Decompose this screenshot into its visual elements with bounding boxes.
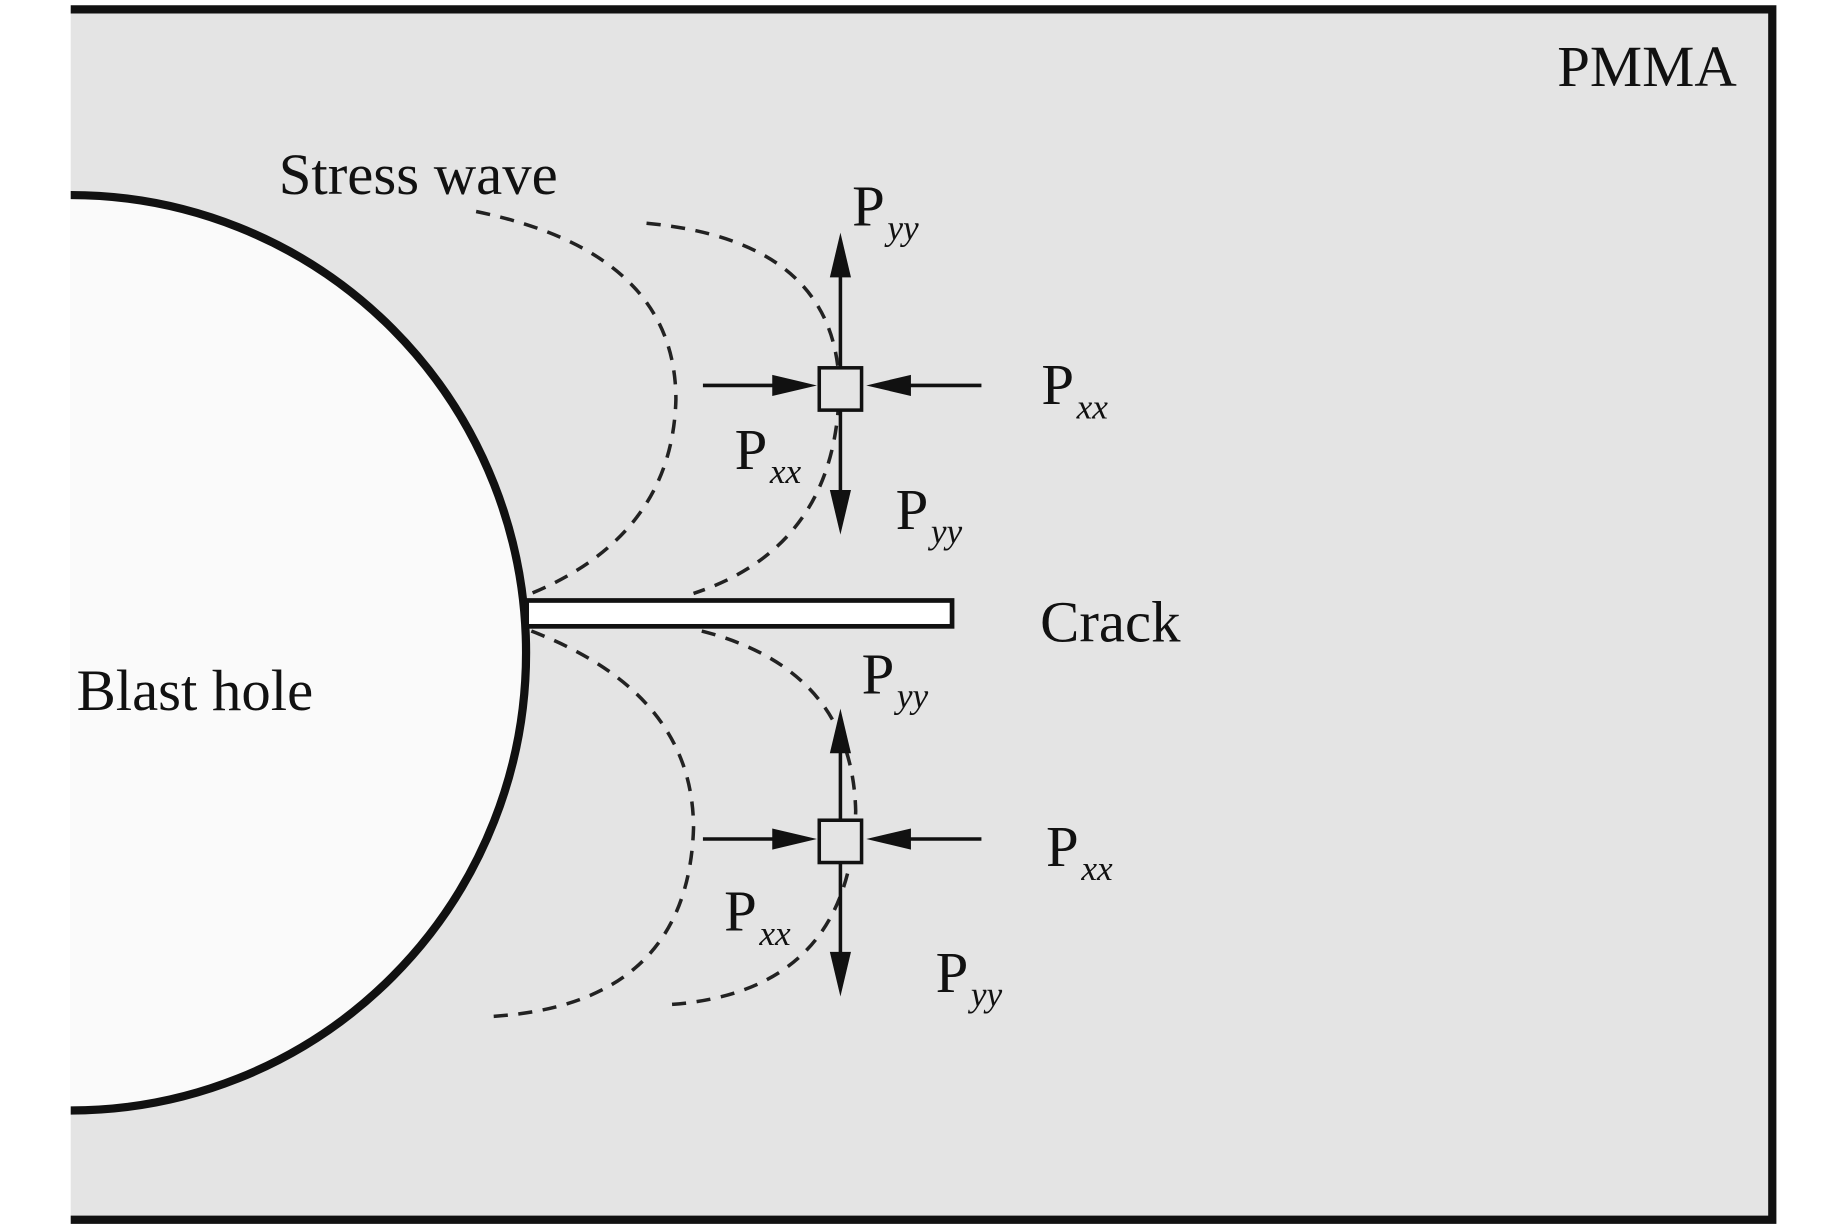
stress-wave-front-upper-inner <box>475 209 678 596</box>
stress-element-lower <box>702 708 982 997</box>
svg-text:P: P <box>896 477 929 542</box>
svg-text:P: P <box>936 940 969 1005</box>
svg-text:P: P <box>1041 352 1074 417</box>
svg-text:xx: xx <box>758 914 791 953</box>
svg-text:P: P <box>1046 814 1079 879</box>
svg-text:xx: xx <box>769 452 802 491</box>
svg-text:yy: yy <box>894 676 929 715</box>
svg-text:P: P <box>852 174 885 239</box>
crack <box>524 598 955 629</box>
blast-hole-label: Blast hole <box>77 658 314 723</box>
plate-border <box>70 5 1777 1224</box>
svg-text:P: P <box>724 879 757 944</box>
stress-wave-front-lower-inner <box>491 629 696 1019</box>
blast-hole-outline <box>70 190 531 1115</box>
stress-element-upper <box>702 232 982 535</box>
blast-hole <box>70 195 527 1111</box>
crack-label: Crack <box>1040 590 1181 655</box>
stress-wave-front-lower-outer <box>667 629 858 1007</box>
pmma-label: PMMA <box>1557 34 1737 99</box>
svg-text:xx: xx <box>1076 387 1109 426</box>
svg-text:yy: yy <box>968 975 1003 1014</box>
svg-text:P: P <box>862 641 895 706</box>
svg-text:xx: xx <box>1080 849 1113 888</box>
svg-text:yy: yy <box>884 209 919 248</box>
svg-text:yy: yy <box>928 512 963 551</box>
svg-text:P: P <box>735 417 768 482</box>
stress-wave-label: Stress wave <box>279 142 558 207</box>
